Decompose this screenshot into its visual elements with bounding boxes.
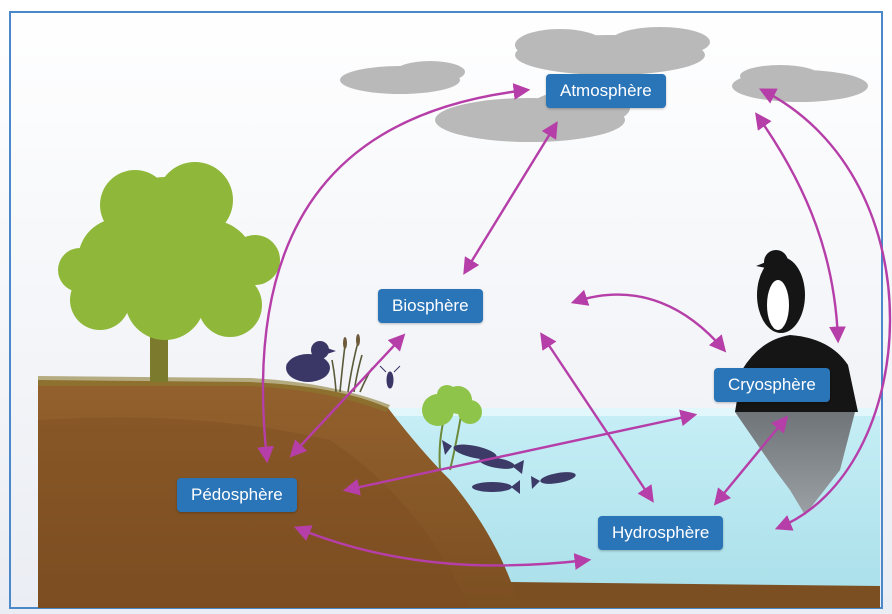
pedosphere-label: Pédosphère bbox=[177, 478, 297, 512]
hydrosphere-label: Hydrosphère bbox=[598, 516, 724, 550]
arrow-biosphere-cryosphere bbox=[570, 289, 727, 353]
biosphere-label: Biosphère bbox=[378, 289, 483, 323]
arrows bbox=[257, 83, 892, 570]
arrow-pedosphere-hydrosphere bbox=[293, 525, 592, 570]
arrow-cryosphere-hydrosphere bbox=[713, 415, 789, 506]
arrow-biosphere-pedosphere bbox=[289, 333, 406, 458]
atmosphere-label: Atmosphère bbox=[546, 74, 666, 108]
arrow-pedosphere-cryosphere bbox=[342, 409, 698, 496]
arrow-atmosphere-hydrosphere bbox=[759, 88, 892, 531]
arrow-atmosphere-pedosphere bbox=[257, 83, 531, 464]
seabed bbox=[505, 582, 880, 608]
cryosphere-label: Cryosphère bbox=[714, 368, 830, 402]
